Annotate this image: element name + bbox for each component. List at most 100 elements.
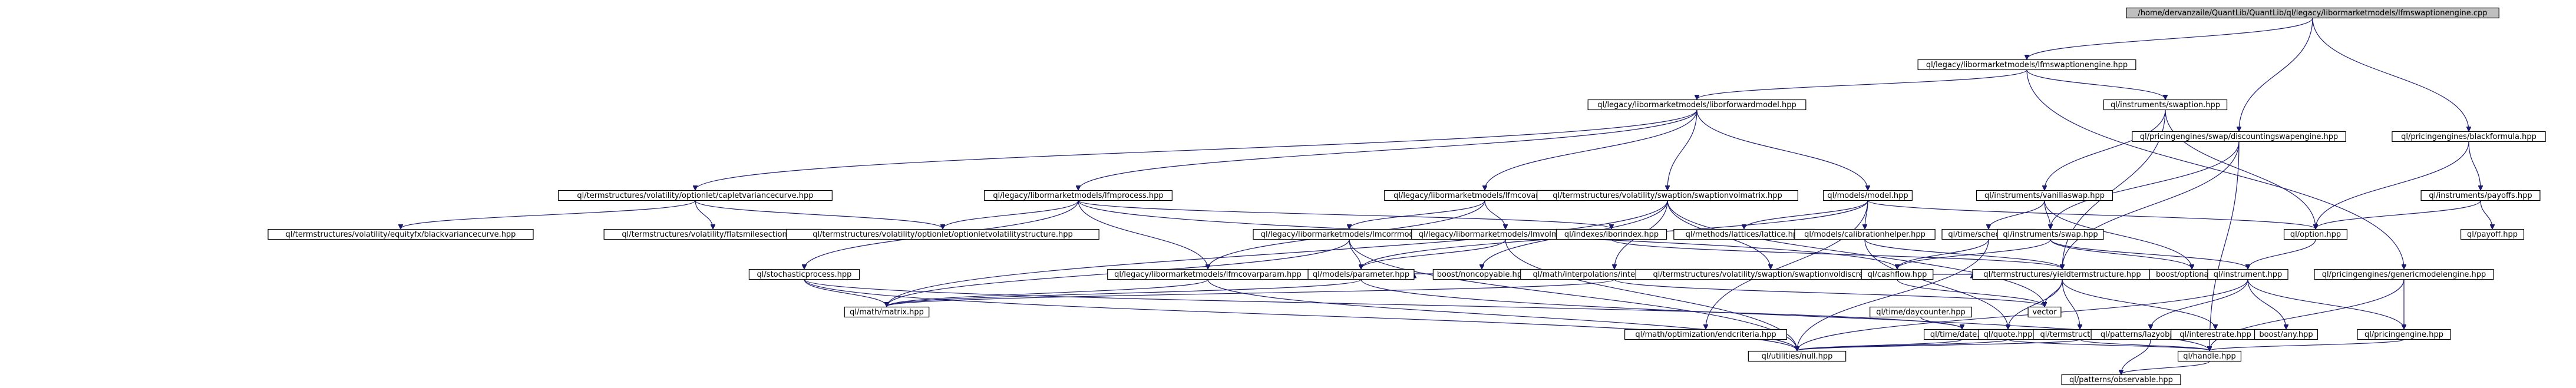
node-lmvolmodel[interactable]: ql/legacy/libormarketmodels/lmvolmodel.h… xyxy=(1411,228,1600,240)
nodes-layer: /home/dervanzaile/QuantLib/QuantLib/ql/l… xyxy=(267,7,2546,386)
node-lfmprocess[interactable]: ql/legacy/libormarketmodels/lfmprocess.h… xyxy=(984,190,1173,201)
node-payoff: ql/payoff.hpp xyxy=(2460,228,2525,240)
node-label-payoffs: ql/instruments/payoffs.hpp xyxy=(2429,191,2532,200)
node-blackformula[interactable]: ql/pricingengines/blackformula.hpp xyxy=(2392,131,2546,142)
edge-swap-to-cashflow xyxy=(1897,239,2051,269)
node-box-swap xyxy=(1997,228,2104,240)
edge-liborforwardmodel-to-lfmprocess xyxy=(1078,110,1697,190)
node-box-capletvariancecurve xyxy=(558,190,833,201)
node-blackvariancecurve: ql/termstructures/volatility/equityfx/bl… xyxy=(267,228,534,240)
node-model[interactable]: ql/models/model.hpp xyxy=(1823,190,1913,201)
node-label-timedate: ql/time/date.hpp xyxy=(1930,330,1994,339)
node-box-instrument xyxy=(2207,268,2288,280)
edge-payoffs-to-option xyxy=(2316,200,2481,229)
node-label-option: ql/option.hpp xyxy=(2290,230,2341,239)
node-box-root xyxy=(2126,7,2499,19)
node-lmcorrmodel: ql/legacy/libormarketmodels/lmcorrmodel.… xyxy=(1253,228,1446,240)
node-label-matrix: ql/math/matrix.hpp xyxy=(850,308,924,317)
node-swap[interactable]: ql/instruments/swap.hpp xyxy=(1997,228,2104,240)
node-payoffs[interactable]: ql/instruments/payoffs.hpp xyxy=(2420,190,2541,201)
node-pricingengine[interactable]: ql/pricingengine.hpp xyxy=(2357,329,2451,340)
edge-lfmswaptionengine-to-liborforwardmodel xyxy=(1697,69,2027,100)
node-box-pricingengine xyxy=(2357,329,2451,340)
node-discountingswapengine[interactable]: ql/pricingengines/swap/discountingswapen… xyxy=(2132,131,2346,142)
node-noncopyable[interactable]: boost/noncopyable.hpp xyxy=(1432,268,1531,280)
node-label-lfmswaptionengine: ql/legacy/libormarketmodels/lfmswaptione… xyxy=(1926,61,2128,69)
node-instrument: ql/instrument.hpp xyxy=(2207,268,2288,280)
edge-yieldtermstructure-to-interestrate xyxy=(2062,279,2215,329)
node-label-lmvolmodel: ql/legacy/libormarketmodels/lmvolmodel.h… xyxy=(1419,230,1593,239)
edge-calibrationhelper-to-quote xyxy=(1864,239,2008,329)
node-lfmcovarproxy[interactable]: ql/legacy/libormarketmodels/lfmcovarprox… xyxy=(1384,190,1586,201)
node-box-model xyxy=(1823,190,1913,201)
node-interestrate: ql/interestrate.hpp xyxy=(2171,329,2260,340)
node-swaptionvoldiscrete: ql/termstructures/volatility/swaption/sw… xyxy=(1635,268,1906,280)
node-box-stochasticprocess xyxy=(748,268,860,280)
edge-parameter-to-handle xyxy=(1360,279,2210,351)
node-option[interactable]: ql/option.hpp xyxy=(2283,228,2348,240)
edge-interpolation2d-to-matrix xyxy=(887,278,1615,307)
node-label-payoff: ql/payoff.hpp xyxy=(2467,230,2518,239)
edge-root-to-discountingswapengine xyxy=(2239,18,2313,131)
node-label-quote: ql/quote.hpp xyxy=(1984,330,2033,339)
node-liborforwardmodel[interactable]: ql/legacy/libormarketmodels/liborforward… xyxy=(1587,99,1806,111)
node-label-lmcorrmodel: ql/legacy/libormarketmodels/lmcorrmodel.… xyxy=(1261,230,1438,239)
node-lfmcovarparam[interactable]: ql/legacy/libormarketmodels/lfmcovarpara… xyxy=(1107,268,1309,280)
edge-lfmcovarparam-to-matrix xyxy=(887,278,1208,307)
edge-swaption-to-vanillaswap xyxy=(2045,110,2166,190)
node-yieldtermstructure[interactable]: ql/termstructures/yieldtermstructure.hpp xyxy=(1972,268,2152,280)
node-vanillaswap[interactable]: ql/instruments/vanillaswap.hpp xyxy=(1976,190,2113,201)
edge-liborforwardmodel-to-swaptionvolmatrix xyxy=(1667,110,1697,190)
edge-blackformula-to-payoffs xyxy=(2468,141,2481,190)
node-lfmswaptionengine[interactable]: ql/legacy/libormarketmodels/lfmswaptione… xyxy=(1917,59,2136,71)
node-box-payoff xyxy=(2460,228,2525,240)
node-lattice: ql/methods/lattices/lattice.hpp xyxy=(1673,228,1815,240)
node-box-payoffs xyxy=(2420,190,2541,201)
node-optionletvolatilitystructure: ql/termstructures/volatility/optionlet/o… xyxy=(786,228,1099,240)
node-label-instrument: ql/instrument.hpp xyxy=(2214,270,2282,279)
node-observable: ql/patterns/observable.hpp xyxy=(2061,374,2181,386)
edge-stochasticprocess-to-matrix xyxy=(804,279,887,307)
node-label-blackvariancecurve: ql/termstructures/volatility/equityfx/bl… xyxy=(286,230,516,239)
node-label-liborforwardmodel: ql/legacy/libormarketmodels/liborforward… xyxy=(1597,101,1796,110)
node-swaptionvolmatrix[interactable]: ql/termstructures/volatility/swaption/sw… xyxy=(1537,190,1798,201)
edge-lfmswaptionengine-to-swaption xyxy=(2026,69,2165,100)
node-box-blackvariancecurve xyxy=(267,228,534,240)
node-label-vanillaswap: ql/instruments/vanillaswap.hpp xyxy=(1984,191,2105,200)
node-endcriteria: ql/math/optimization/endcriteria.hpp xyxy=(1624,329,1788,340)
node-label-lfmcovarproxy: ql/legacy/libormarketmodels/lfmcovarprox… xyxy=(1393,191,1576,200)
edge-lmcorrmodel-to-parameter xyxy=(1349,239,1361,269)
node-box-lfmprocess xyxy=(984,190,1173,201)
node-root[interactable]: /home/dervanzaile/QuantLib/QuantLib/ql/l… xyxy=(2126,7,2499,19)
node-label-boostany: boost/any.hpp xyxy=(2259,330,2313,339)
node-handle[interactable]: ql/handle.hpp xyxy=(2177,350,2242,362)
node-label-flatsmilesection: ql/termstructures/volatility/flatsmilese… xyxy=(622,230,804,239)
edge-calibrationhelper-to-yieldtermstructure xyxy=(1864,239,2062,269)
node-label-stochasticprocess: ql/stochasticprocess.hpp xyxy=(757,270,852,279)
edge-swaption-to-option xyxy=(2165,110,2316,229)
node-box-option xyxy=(2283,228,2348,240)
edge-discountingswapengine-to-yieldtermstructure xyxy=(2062,141,2240,269)
node-label-daycounter: ql/time/daycounter.hpp xyxy=(1876,308,1966,317)
node-swaption[interactable]: ql/instruments/swaption.hpp xyxy=(2103,99,2228,111)
node-capletvariancecurve[interactable]: ql/termstructures/volatility/optionlet/c… xyxy=(558,190,833,201)
node-box-observable xyxy=(2061,374,2181,386)
node-vector[interactable]: vector xyxy=(2027,306,2062,318)
node-parameter: ql/models/parameter.hpp xyxy=(1307,268,1415,280)
edge-capletvariancecurve-to-optionletvolatilitystructure xyxy=(695,200,943,229)
edge-swaptionvolmatrix-to-matrix xyxy=(887,200,1668,307)
node-daycounter: ql/time/daycounter.hpp xyxy=(1870,306,1972,318)
node-label-genericmodelengine: ql/pricingengines/genericmodelengine.hpp xyxy=(2322,270,2486,279)
node-boostany[interactable]: boost/any.hpp xyxy=(2254,329,2319,340)
node-genericmodelengine[interactable]: ql/pricingengines/genericmodelengine.hpp xyxy=(2314,268,2494,280)
node-box-genericmodelengine xyxy=(2314,268,2494,280)
node-box-calibrationhelper xyxy=(1794,228,1936,240)
edge-pricingengine-to-handle xyxy=(2210,339,2405,351)
node-flatsmilesection: ql/termstructures/volatility/flatsmilese… xyxy=(603,228,823,240)
node-box-discountingswapengine xyxy=(2132,131,2346,142)
node-label-iborindex: ql/indexes/iborindex.hpp xyxy=(1564,230,1659,239)
node-stochasticprocess[interactable]: ql/stochasticprocess.hpp xyxy=(748,268,860,280)
edge-capletvariancecurve-to-blackvariancecurve xyxy=(401,200,696,229)
node-iborindex: ql/indexes/iborindex.hpp xyxy=(1555,228,1667,240)
edge-quote-to-handle xyxy=(2007,339,2210,351)
